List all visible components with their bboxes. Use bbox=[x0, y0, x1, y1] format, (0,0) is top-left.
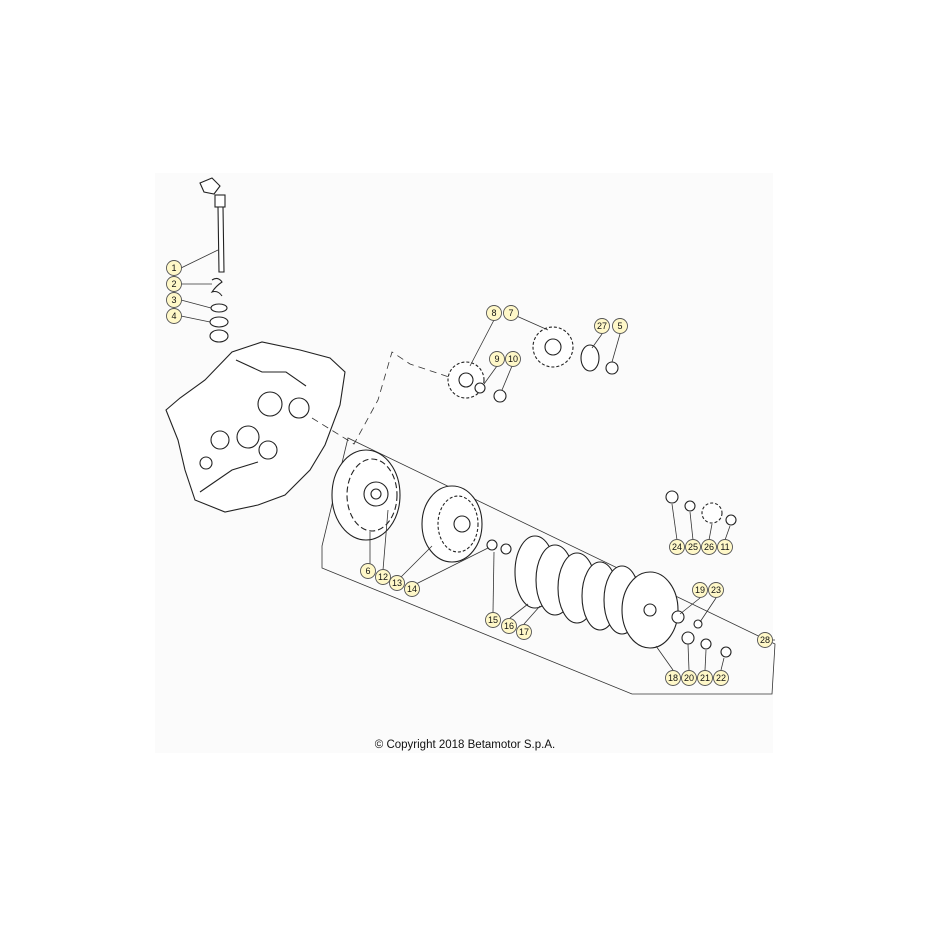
callout-badge-2: 2 bbox=[166, 276, 182, 292]
callout-badge-13: 13 bbox=[389, 575, 405, 591]
callout-label: 27 bbox=[597, 321, 607, 331]
callout-label: 22 bbox=[716, 673, 726, 683]
callout-label: 2 bbox=[171, 279, 176, 289]
callout-badge-3: 3 bbox=[166, 292, 182, 308]
kickstart-shaft-group bbox=[199, 177, 229, 343]
callout-label: 10 bbox=[508, 354, 518, 364]
callout-label: 3 bbox=[171, 295, 176, 305]
callout-label: 24 bbox=[672, 542, 682, 552]
callout-label: 20 bbox=[684, 673, 694, 683]
callout-badge-15: 15 bbox=[485, 612, 501, 628]
callout-label: 26 bbox=[704, 542, 714, 552]
callout-label: 28 bbox=[760, 635, 770, 645]
callout-badge-17: 17 bbox=[516, 624, 532, 640]
callout-badge-7: 7 bbox=[503, 305, 519, 321]
callout-badge-24: 24 bbox=[669, 539, 685, 555]
callout-label: 16 bbox=[504, 621, 514, 631]
copyright-notice: © Copyright 2018 Betamotor S.p.A. bbox=[374, 739, 556, 751]
callout-badge-19: 19 bbox=[692, 582, 708, 598]
callout-badge-16: 16 bbox=[501, 618, 517, 634]
crankcase-half bbox=[165, 341, 346, 513]
callout-label: 25 bbox=[688, 542, 698, 552]
callout-label: 8 bbox=[491, 308, 496, 318]
pressure-plate bbox=[621, 571, 732, 658]
callout-label: 23 bbox=[711, 585, 721, 595]
clutch-basket bbox=[331, 449, 401, 541]
callout-leaders bbox=[180, 249, 775, 671]
callout-badge-21: 21 bbox=[697, 670, 713, 686]
callout-badge-25: 25 bbox=[685, 539, 701, 555]
callout-badge-5: 5 bbox=[612, 318, 628, 334]
callout-label: 11 bbox=[720, 542, 729, 552]
callout-badge-22: 22 bbox=[713, 670, 729, 686]
clutch-hub bbox=[421, 485, 512, 563]
callout-label: 5 bbox=[617, 321, 622, 331]
callout-badge-27: 27 bbox=[594, 318, 610, 334]
callout-label: 7 bbox=[508, 308, 513, 318]
callout-badge-18: 18 bbox=[665, 670, 681, 686]
callout-label: 17 bbox=[519, 627, 529, 637]
callout-badge-4: 4 bbox=[166, 308, 182, 324]
callout-badge-6: 6 bbox=[360, 563, 376, 579]
callout-badge-28: 28 bbox=[757, 632, 773, 648]
callout-label: 12 bbox=[378, 572, 388, 582]
callout-label: 9 bbox=[494, 354, 499, 364]
callout-label: 14 bbox=[407, 584, 417, 594]
callout-badge-8: 8 bbox=[486, 305, 502, 321]
callout-label: 19 bbox=[695, 585, 705, 595]
callout-label: 18 bbox=[668, 673, 678, 683]
callout-badge-26: 26 bbox=[701, 539, 717, 555]
callout-badge-9: 9 bbox=[489, 351, 505, 367]
callout-label: 21 bbox=[700, 673, 710, 683]
callout-label: 4 bbox=[171, 311, 176, 321]
callout-label: 15 bbox=[488, 615, 498, 625]
clutch-plate-stack bbox=[514, 535, 641, 635]
callout-label: 13 bbox=[392, 578, 402, 588]
callout-badge-10: 10 bbox=[505, 351, 521, 367]
small-sprocket-group bbox=[665, 490, 737, 526]
callout-badge-14: 14 bbox=[404, 581, 420, 597]
callout-badge-23: 23 bbox=[708, 582, 724, 598]
callout-badge-11: 11 bbox=[717, 539, 733, 555]
callout-badge-1: 1 bbox=[166, 260, 182, 276]
callout-label: 1 bbox=[171, 263, 176, 273]
primary-gears-group bbox=[447, 326, 619, 403]
callout-badge-12: 12 bbox=[375, 569, 391, 585]
callout-badge-20: 20 bbox=[681, 670, 697, 686]
callout-label: 6 bbox=[365, 566, 370, 576]
